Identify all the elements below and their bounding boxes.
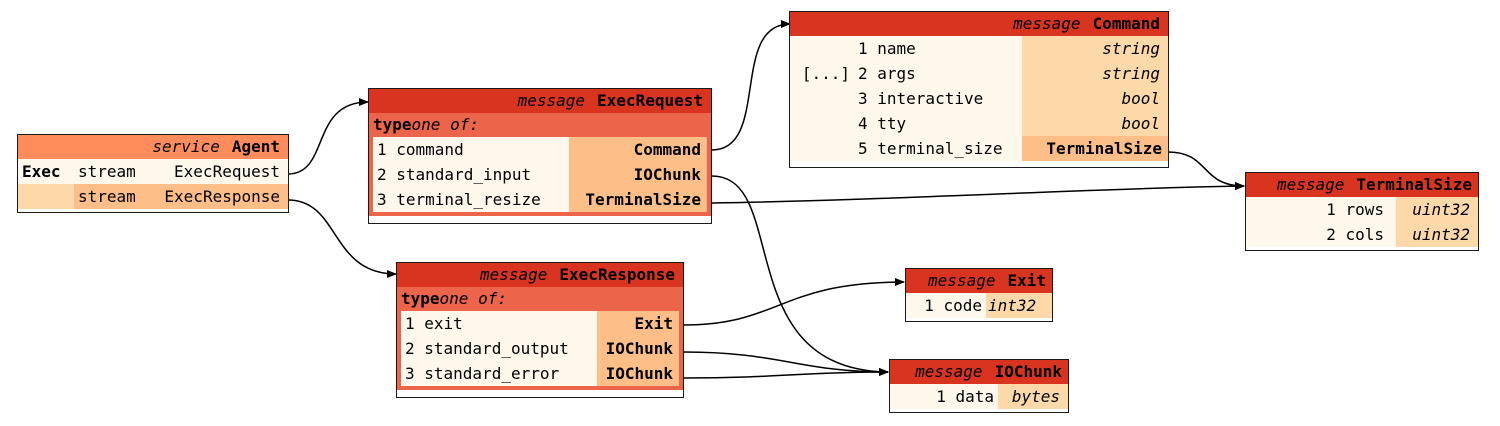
execrequest-field: 2 standard_input IOChunk: [373, 162, 707, 187]
command-field: 4 tty bool: [790, 111, 1168, 136]
execresponse-field: 3 standard_error IOChunk: [401, 361, 679, 386]
iochunk-field: 1 data bytes: [890, 384, 1068, 409]
edge-execresponse-exit: [683, 278, 905, 326]
execrequest-oneof-label: typeone of:: [369, 113, 711, 137]
agent-row-exec-request: Exec stream ExecRequest: [18, 159, 288, 184]
edge-agent-execrequest: [287, 98, 369, 175]
execrequest-field: 3 terminal_resize TerminalSize: [373, 187, 707, 212]
command-field: 3 interactive bool: [790, 86, 1168, 111]
command-field: [...] 2 args string: [790, 61, 1168, 86]
edge-execrequest-iochunk: [711, 175, 889, 376]
execresponse-oneof-label: typeone of:: [397, 287, 683, 311]
edge-agent-execresponse: [287, 199, 397, 278]
exit-field: 1 code int32: [906, 293, 1052, 318]
edge-command-terminalsize: [1167, 151, 1245, 190]
edge-execrequest-command: [711, 20, 791, 151]
execrequest-oneof: 1 command Command 2 standard_input IOChu…: [369, 137, 711, 216]
agent-row-exec-response: stream ExecResponse: [18, 184, 288, 209]
terminalsize-field: 2 cols uint32: [1246, 222, 1478, 247]
execresponse-oneof: 1 exit Exit 2 standard_output IOChunk 3 …: [397, 311, 683, 390]
terminalsize-field: 1 rows uint32: [1246, 197, 1478, 222]
execresponse-field: 2 standard_output IOChunk: [401, 336, 679, 361]
edge-execrequest-terminalsize: [711, 182, 1245, 204]
edge-execresponse-iochunk-output: [683, 351, 889, 376]
execresponse-field: 1 exit Exit: [401, 311, 679, 336]
command-field: 5 terminal_size TerminalSize: [790, 136, 1168, 161]
execrequest-field: 1 command Command: [373, 137, 707, 162]
command-field: 1 name string: [790, 36, 1168, 61]
edge-execresponse-iochunk-error: [683, 368, 889, 379]
